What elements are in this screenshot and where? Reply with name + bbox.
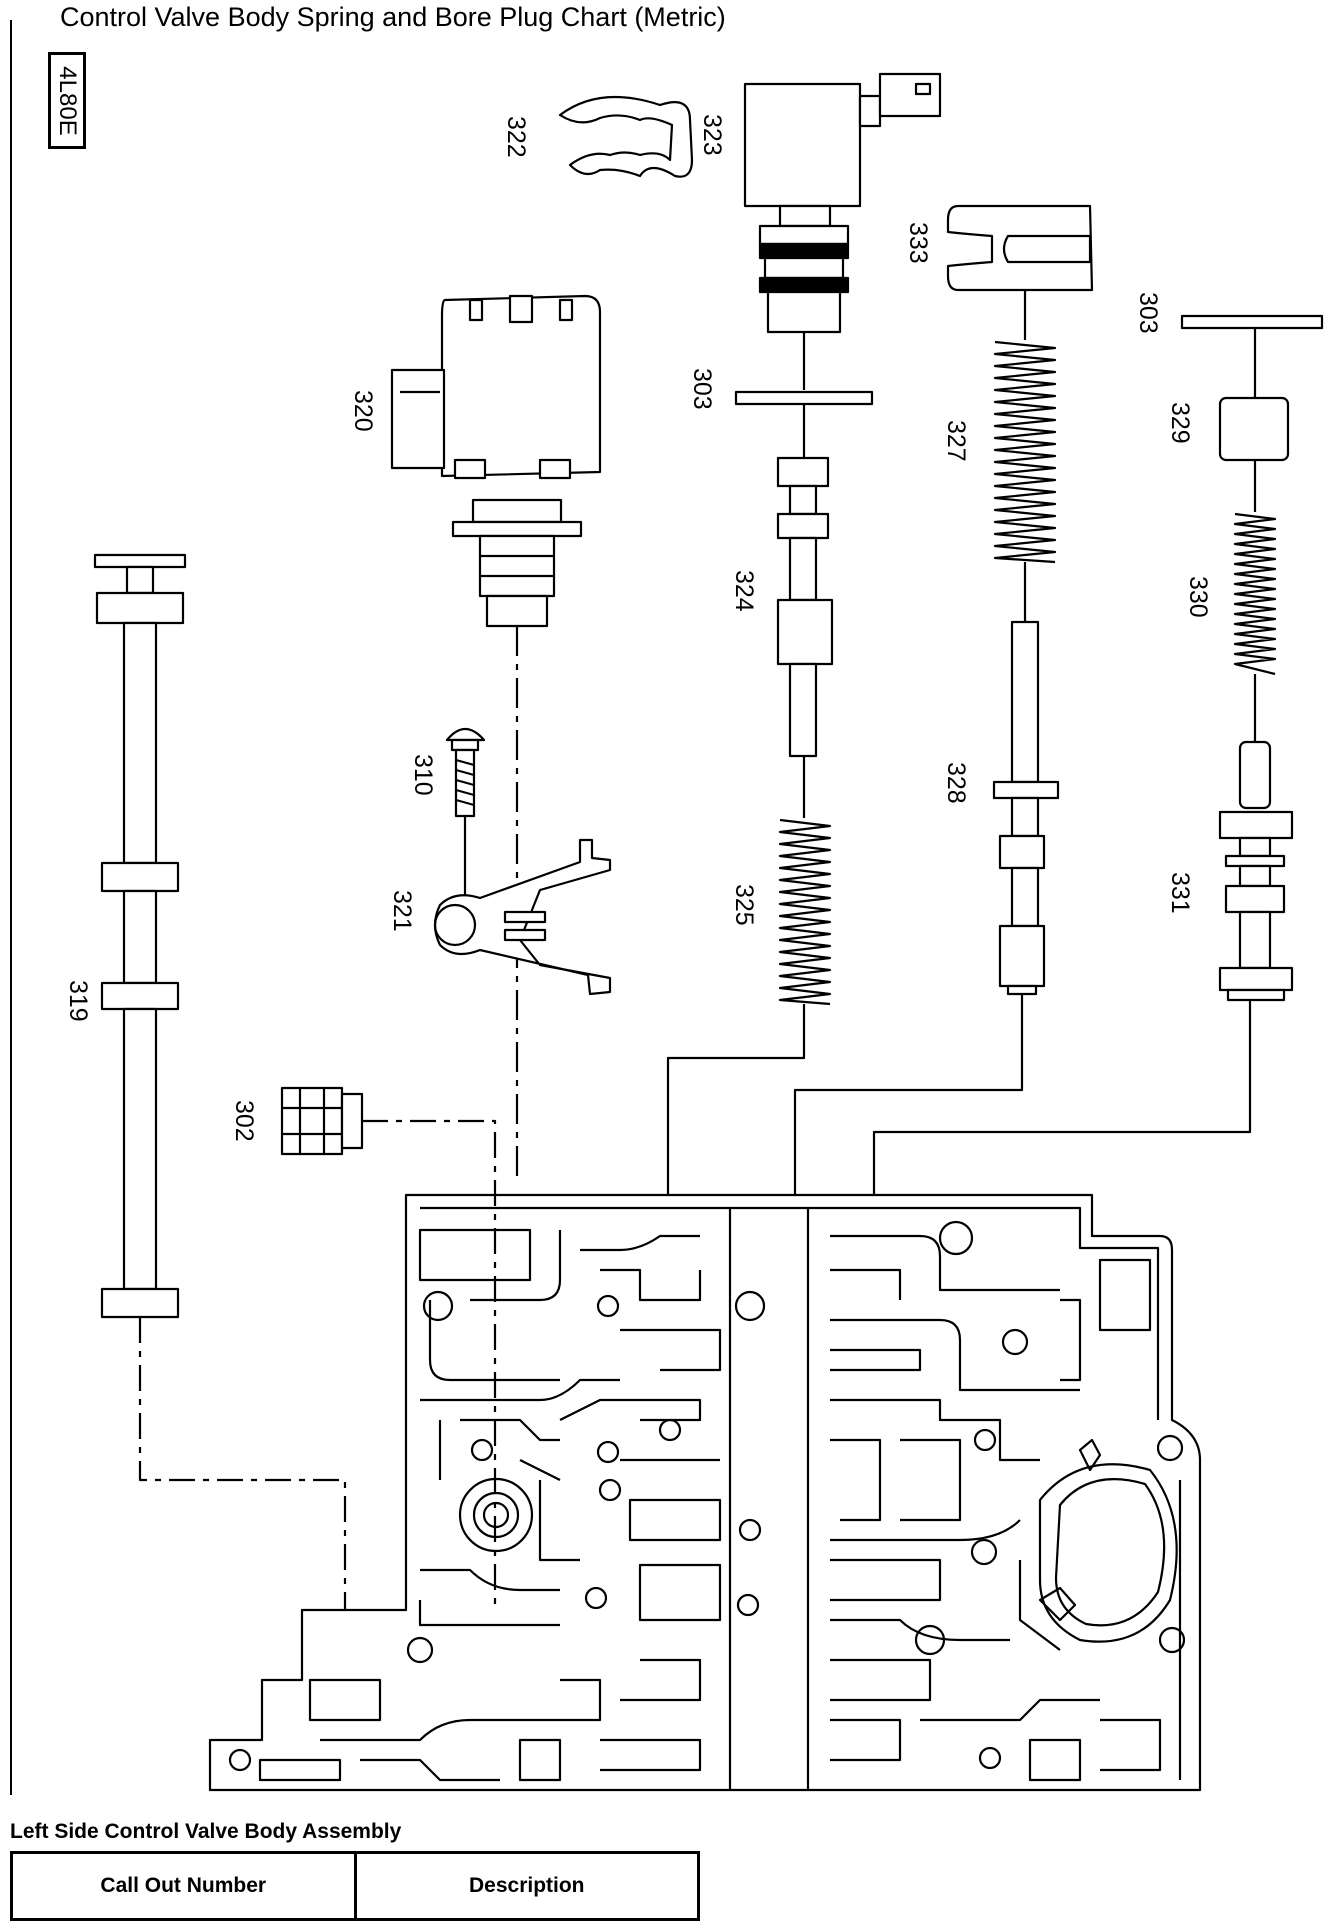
callout-table-header: Call Out Number Description	[10, 1851, 700, 1921]
callout-331: 331	[1166, 872, 1194, 914]
part-319-valve	[93, 553, 347, 1610]
callout-328: 328	[942, 762, 970, 804]
model-badge: 4L80E	[48, 52, 86, 149]
part-325-spring	[666, 818, 832, 1195]
page-title: Control Valve Body Spring and Bore Plug …	[60, 2, 726, 32]
callout-321: 321	[388, 890, 416, 932]
valve-body-casting	[208, 1193, 1202, 1792]
part-322-clip	[558, 95, 694, 178]
part-327-spring	[993, 340, 1057, 622]
column-header-call-out-number: Call Out Number	[100, 1874, 267, 1897]
callout-320: 320	[349, 390, 377, 432]
part-329-plug	[1218, 396, 1290, 512]
callout-333: 333	[904, 222, 932, 264]
part-321-retainer	[433, 838, 612, 996]
part-302-plug	[280, 1086, 497, 1610]
callout-303-right: 303	[1134, 292, 1162, 334]
part-324-valve	[776, 456, 834, 818]
callout-327: 327	[942, 420, 970, 462]
part-303-washer-center	[734, 390, 874, 458]
part-323-solenoid	[743, 72, 942, 390]
part-303-washer-right	[1180, 314, 1324, 398]
part-333-plate	[946, 204, 1094, 340]
callout-303-center: 303	[688, 368, 716, 410]
part-330-spring	[1233, 512, 1277, 742]
part-310-bolt	[445, 727, 486, 905]
callout-329: 329	[1166, 402, 1194, 444]
left-border-line	[10, 20, 12, 1795]
column-header-description: Description	[353, 1854, 698, 1918]
callout-310: 310	[409, 754, 437, 796]
callout-322: 322	[502, 116, 530, 158]
exploded-valve-body-diagram: 302 303 303 310 319 320 321 322 323 324 …	[64, 72, 1324, 1792]
part-328-valve	[793, 620, 1060, 1195]
callout-319: 319	[64, 980, 92, 1022]
part-320-solenoid	[390, 294, 602, 1180]
callout-325: 325	[730, 884, 758, 926]
table-heading: Left Side Control Valve Body Assembly	[10, 1820, 402, 1843]
callout-323: 323	[698, 114, 726, 156]
part-331-valve	[872, 740, 1294, 1195]
callout-324: 324	[730, 570, 758, 612]
callout-330: 330	[1184, 576, 1212, 618]
callout-302: 302	[230, 1100, 258, 1142]
